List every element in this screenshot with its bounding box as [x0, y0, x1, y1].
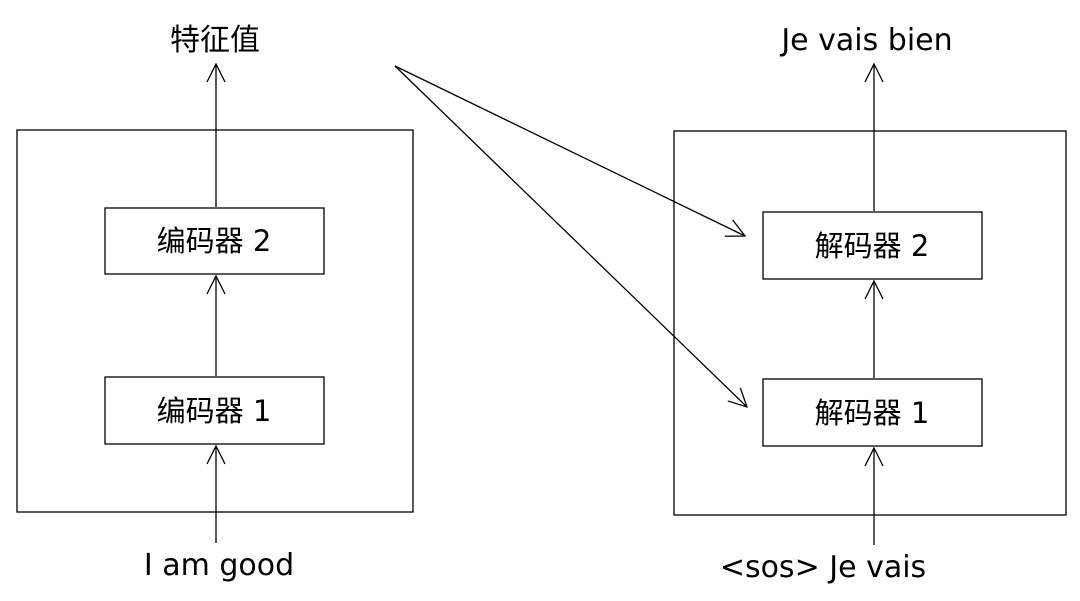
decoder-output-label: Je vais bien: [779, 23, 952, 58]
decoder-block-1-label: 解码器 1: [815, 396, 930, 430]
encoder-block-2: [104, 207, 325, 275]
decoder-block-2-label: 解码器 2: [815, 229, 930, 263]
feature-to-decoder-1-arrow: [394, 65, 747, 407]
encoder-container: [16, 129, 414, 513]
encoder-output-label: 特征值: [170, 23, 260, 58]
decoder-block-1: [762, 378, 983, 447]
decoder-block-2: [762, 211, 983, 280]
encoder-input-label: I am good: [144, 548, 294, 583]
decoder-container: [673, 130, 1067, 516]
encoder-block-1-label: 编码器 1: [157, 394, 272, 428]
encoder-block-1: [104, 376, 325, 445]
feature-to-decoder-2-arrow: [394, 65, 745, 236]
decoder-input-label: <sos> Je vais: [720, 550, 926, 585]
encoder-block-2-label: 编码器 2: [157, 224, 272, 258]
